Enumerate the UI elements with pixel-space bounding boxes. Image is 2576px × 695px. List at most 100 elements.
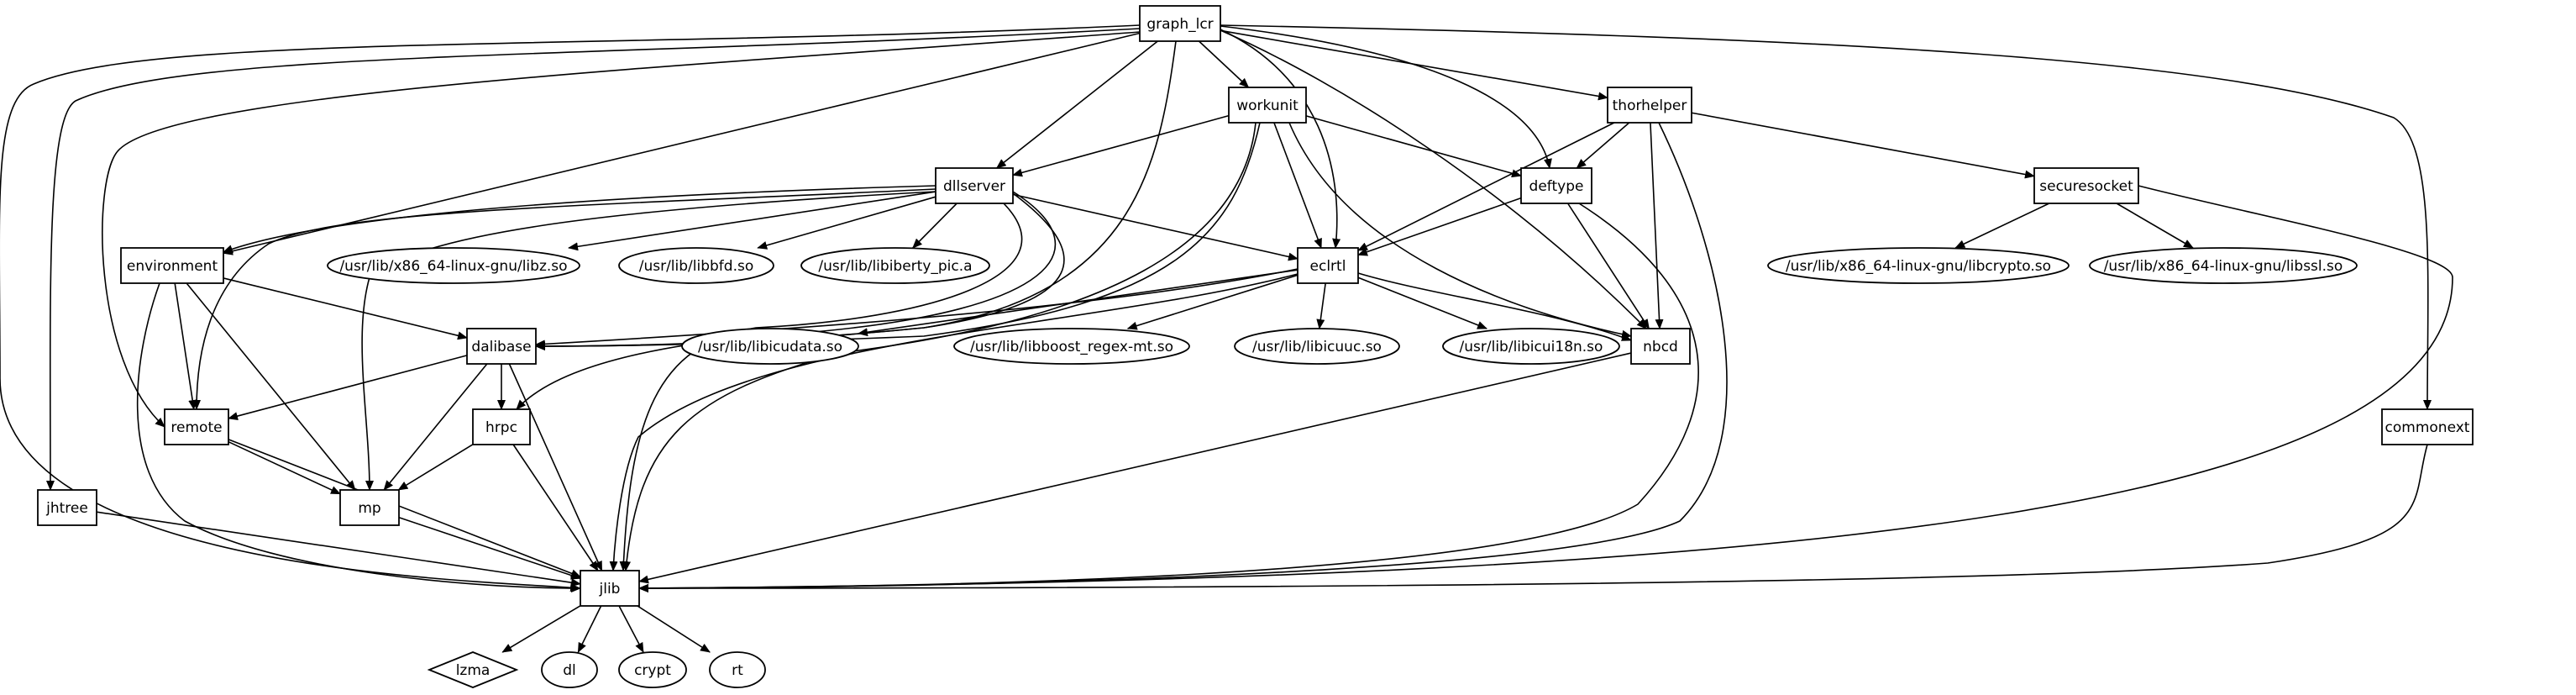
node-label-libicudata: /usr/lib/libicudata.so xyxy=(698,339,842,355)
node-dllserver: dllserver xyxy=(935,167,1014,204)
edge-workunit-to-deftype xyxy=(1305,115,1522,178)
node-label-environment: environment xyxy=(127,258,218,275)
edge-thorhelper-to-deftype xyxy=(1576,122,1630,169)
node-shape-libssl xyxy=(2089,247,2358,284)
node-shape-libboost xyxy=(953,328,1190,365)
edge-thorhelper-to-nbcd xyxy=(1650,122,1664,329)
node-label-libz: /usr/lib/x86_64-linux-gnu/libz.so xyxy=(339,258,567,275)
node-shape-eclrtl xyxy=(1297,247,1359,284)
edge-dllserver-to-libiberty xyxy=(912,203,957,249)
node-shape-jhtree xyxy=(37,489,97,526)
edge-eclrtl-to-nbcd xyxy=(1357,272,1632,341)
edge-jlib-to-rt xyxy=(637,605,711,653)
node-securesocket: securesocket xyxy=(2033,167,2139,204)
edge-eclrtl-to-libicuuc xyxy=(1316,282,1326,329)
node-libboost: /usr/lib/libboost_regex-mt.so xyxy=(953,328,1190,365)
edge-environment-to-dalibase xyxy=(223,277,468,340)
node-libicuuc: /usr/lib/libicuuc.so xyxy=(1234,328,1400,365)
edge-dllserver-to-environment xyxy=(223,185,936,253)
node-dalibase: dalibase xyxy=(466,328,537,365)
edge-eclrtl-to-libicui18n xyxy=(1357,276,1487,329)
edge-remote-to-jlib xyxy=(228,439,581,578)
edge-graph_lcr-to-nbcd xyxy=(1220,29,1647,329)
node-thorhelper: thorhelper xyxy=(1607,87,1692,124)
node-shape-remote xyxy=(164,408,229,445)
edge-graph_lcr-to-jlib xyxy=(0,24,1141,592)
node-eclrtl: eclrtl xyxy=(1297,247,1359,284)
node-jlib: jlib xyxy=(580,570,640,607)
edge-nbcd-to-jlib xyxy=(638,352,1632,584)
edge-dalibase-to-remote xyxy=(228,355,468,420)
node-label-nbcd: nbcd xyxy=(1643,339,1678,355)
edge-jhtree-to-jlib xyxy=(96,511,581,587)
edge-hrpc-to-jlib xyxy=(512,444,599,571)
node-shape-jlib xyxy=(580,570,640,607)
node-remote: remote xyxy=(164,408,229,445)
edge-workunit-to-nbcd xyxy=(1288,122,1632,339)
node-label-eclrtl: eclrtl xyxy=(1310,258,1346,275)
edge-remote-to-mp xyxy=(228,440,341,495)
node-label-libbfd: /usr/lib/libbfd.so xyxy=(639,258,754,275)
node-environment: environment xyxy=(120,247,224,284)
edge-thorhelper-to-eclrtl xyxy=(1357,122,1615,251)
edge-layer xyxy=(0,24,2453,653)
node-mp: mp xyxy=(339,489,400,526)
node-lzma: lzma xyxy=(427,651,519,688)
edge-graph_lcr-to-environment xyxy=(223,32,1141,255)
node-crypt: crypt xyxy=(618,651,687,688)
node-hrpc: hrpc xyxy=(472,408,531,445)
node-shape-deftype xyxy=(1520,167,1592,204)
node-label-libboost: /usr/lib/libboost_regex-mt.so xyxy=(970,339,1173,355)
node-label-dl: dl xyxy=(563,662,576,679)
node-label-libcrypto: /usr/lib/x86_64-linux-gnu/libcrypto.so xyxy=(1786,258,2051,275)
edge-jlib-to-crypt xyxy=(618,605,644,653)
edge-deftype-to-nbcd xyxy=(1566,203,1650,329)
node-label-thorhelper: thorhelper xyxy=(1613,97,1687,114)
node-label-dllserver: dllserver xyxy=(943,178,1005,195)
node-shape-dllserver xyxy=(935,167,1014,204)
edge-dllserver-to-libz xyxy=(568,191,936,251)
node-dl: dl xyxy=(541,651,598,688)
node-libcrypto: /usr/lib/x86_64-linux-gnu/libcrypto.so xyxy=(1767,247,2070,284)
node-label-mp: mp xyxy=(358,500,380,517)
node-shape-hrpc xyxy=(472,408,531,445)
node-label-jlib: jlib xyxy=(599,581,621,598)
edge-dllserver-to-hrpc xyxy=(516,191,1057,410)
node-shape-libz xyxy=(327,247,580,284)
node-shape-dl xyxy=(541,651,598,688)
node-shape-environment xyxy=(120,247,224,284)
edge-dllserver-to-remote xyxy=(192,188,936,410)
node-label-graph_lcr: graph_lcr xyxy=(1146,16,1213,33)
edge-environment-to-remote xyxy=(174,282,197,410)
edge-dalibase-to-jlib xyxy=(508,363,603,571)
node-label-dalibase: dalibase xyxy=(471,339,531,355)
node-nbcd: nbcd xyxy=(1630,328,1691,365)
node-shape-nbcd xyxy=(1630,328,1691,365)
node-rt: rt xyxy=(709,651,766,688)
node-label-hrpc: hrpc xyxy=(485,419,517,436)
edge-commonext-to-jlib xyxy=(638,444,2428,592)
edge-graph_lcr-to-dllserver xyxy=(995,40,1158,169)
edge-thorhelper-to-securesocket xyxy=(1691,112,2035,179)
node-shape-rt xyxy=(709,651,766,688)
edge-securesocket-to-jlib xyxy=(638,185,2453,592)
node-shape-graph_lcr xyxy=(1139,5,1221,42)
node-shape-libbfd xyxy=(618,247,774,284)
edge-graph_lcr-to-eclrtl xyxy=(1220,29,1341,249)
node-libicudata: /usr/lib/libicudata.so xyxy=(681,328,859,365)
edge-dllserver-to-jlib xyxy=(619,203,1023,571)
edge-eclrtl-to-jlib xyxy=(609,273,1298,571)
edge-graph_lcr-to-workunit xyxy=(1198,40,1250,88)
node-label-crypt: crypt xyxy=(634,662,671,679)
edge-dalibase-to-mp xyxy=(383,363,488,491)
edge-hrpc-to-mp xyxy=(397,444,474,491)
node-label-libicui18n: /usr/lib/libicui18n.so xyxy=(1460,339,1603,355)
edge-workunit-to-eclrtl xyxy=(1273,122,1322,249)
node-workunit: workunit xyxy=(1228,87,1307,124)
edge-environment-to-mp xyxy=(186,282,356,491)
node-label-libssl: /usr/lib/x86_64-linux-gnu/libssl.so xyxy=(2104,258,2343,275)
edge-securesocket-to-libssl xyxy=(2116,203,2194,249)
edge-graph_lcr-to-dalibase xyxy=(535,40,1177,350)
node-label-securesocket: securesocket xyxy=(2039,178,2133,195)
